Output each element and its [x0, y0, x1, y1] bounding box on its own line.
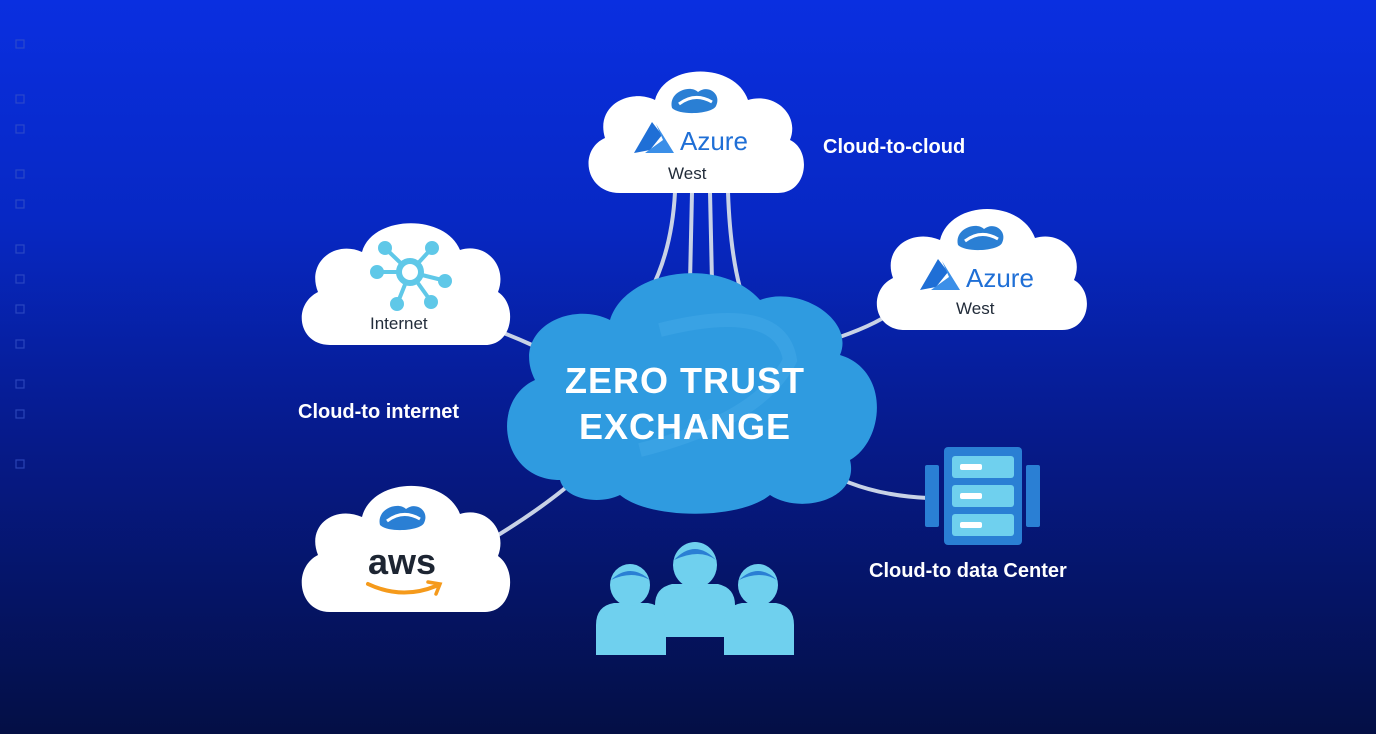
- zscaler-logo-icon: [957, 225, 1004, 251]
- azure-right-cloud: [876, 208, 1087, 330]
- zscaler-logo-icon: [671, 88, 718, 114]
- label-cloud-to-internet: Cloud-to internet: [298, 401, 460, 423]
- connector-aws: [488, 478, 577, 542]
- zero-trust-exchange-title: ZERO TRUST EXCHANGE: [540, 358, 830, 450]
- label-cloud-to-cloud: Cloud-to-cloud: [823, 136, 966, 158]
- internet-label: Internet: [370, 314, 428, 333]
- connector-top-2: [688, 190, 694, 284]
- azure-top-region: West: [668, 164, 707, 183]
- server-rack-icon: [925, 447, 1040, 545]
- azure-logo-icon: [920, 259, 960, 290]
- azure-right-brand: Azure: [966, 263, 1034, 293]
- network-hub-icon: [370, 241, 452, 311]
- connector-top-4: [726, 190, 742, 290]
- users-group-icon: [596, 542, 794, 655]
- azure-logo-icon: [634, 122, 674, 153]
- left-toolbar-strip: [15, 39, 25, 469]
- azure-right-region: West: [956, 299, 995, 318]
- aws-brand: aws: [368, 541, 437, 582]
- zscaler-logo-icon: [379, 505, 426, 531]
- zte-line-1: ZERO TRUST: [565, 360, 805, 401]
- center-cloud: [507, 273, 877, 514]
- connector-top-3: [708, 190, 714, 284]
- zte-line-2: EXCHANGE: [578, 406, 792, 447]
- aws-cloud: [301, 485, 511, 612]
- amazon-smile-icon: [366, 580, 443, 596]
- azure-top-cloud: [588, 71, 804, 193]
- azure-top-brand: Azure: [680, 126, 748, 156]
- label-cloud-to-datacenter: Cloud-to data Center: [869, 560, 1067, 582]
